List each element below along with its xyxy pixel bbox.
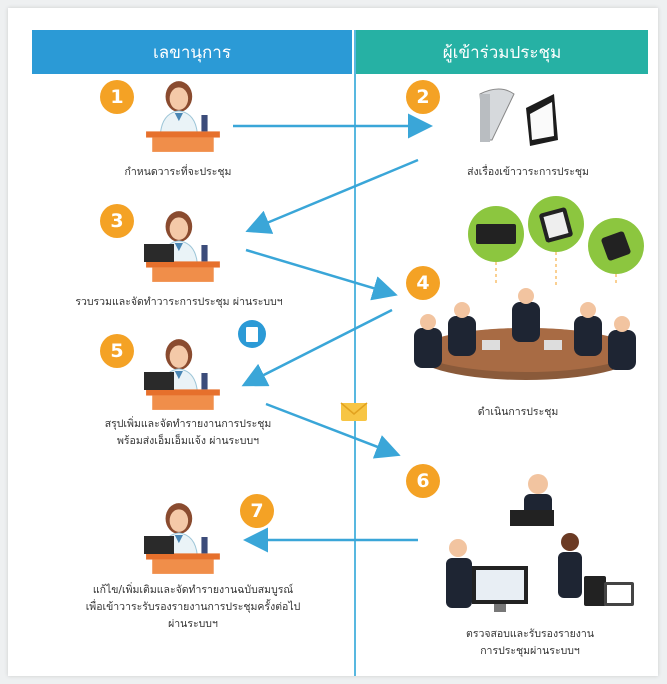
step-7-badge: 7 (240, 494, 274, 528)
step-2-badge: 2 (406, 80, 440, 114)
diagram-frame: เลขานุการ ผู้เข้าร่วมประชุม (8, 8, 658, 676)
step-6-badge: 6 (406, 464, 440, 498)
column-divider (354, 30, 356, 676)
step-2-caption: ส่งเรื่องเข้าวาระการประชุม (467, 166, 589, 178)
arrow-4-to-5 (241, 308, 393, 387)
laptop-icon (476, 224, 516, 244)
participants-header: ผู้เข้าร่วมประชุม (356, 30, 648, 74)
step-6-caption: ตรวจสอบและรับรองรายงาน การประชุมผ่านระบบ… (420, 626, 640, 660)
step-6-caption-line-2: การประชุมผ่านระบบฯ (480, 645, 580, 657)
step-5-badge: 5 (100, 334, 134, 368)
step-3-caption: รวบรวมและจัดทำวาระการประชุม ผ่านระบบฯ (75, 296, 283, 308)
arrow-3-to-4 (245, 248, 398, 301)
step-7-caption: แก้ไข/เพิ่มเติมและจัดทำรายงานฉบับสมบูรณ์… (48, 582, 338, 633)
secretary-figure-7 (144, 496, 232, 578)
step-7-caption-line-2: เพื่อเข้าวาระรับรองรายงานการประชุมครั้งต… (85, 601, 301, 613)
step-6-caption-line-1: ตรวจสอบและรับรองรายงาน (466, 628, 594, 640)
step-7-caption-line-3: ผ่านระบบฯ (168, 618, 218, 630)
secretary-figure-1 (136, 74, 232, 156)
projector-icon (479, 88, 558, 146)
devices-group (468, 196, 644, 286)
step-5-caption: สรุปเพิ่มและจัดทำรายงานการประชุม พร้อมส่… (58, 416, 318, 450)
secretary-figure-3 (144, 204, 232, 286)
mail-icon (340, 402, 368, 421)
reviewers-scene (446, 474, 634, 612)
step-4-caption: ดำเนินการประชุม (477, 406, 559, 418)
arrow-5-to-6 (265, 402, 401, 459)
step-5-caption-line-1: สรุปเพิ่มและจัดทำรายงานการประชุม (104, 418, 272, 430)
flow-arrows (233, 113, 433, 553)
participants-header-label: ผู้เข้าร่วมประชุม (442, 42, 562, 63)
secretary-header-label: เลขานุการ (153, 42, 231, 63)
step-5-caption-line-2: พร้อมส่งเอ็มเอ็มแจ้ง ผ่านระบบฯ (116, 435, 260, 447)
step-7-caption-line-1: แก้ไข/เพิ่มเติมและจัดทำรายงานฉบับสมบูรณ์ (92, 584, 294, 596)
step-3-badge: 3 (100, 204, 134, 238)
secretary-header: เลขานุการ (32, 30, 352, 74)
phone-icon (601, 231, 631, 261)
meeting-scene (414, 288, 636, 380)
document-icon (238, 320, 266, 348)
step-1-caption: กำหนดวาระที่จะประชุม (124, 166, 232, 178)
secretary-figure-5 (144, 332, 232, 414)
arrow-2-to-3 (245, 158, 419, 234)
step-1-badge: 1 (100, 80, 134, 114)
step-4-badge: 4 (406, 266, 440, 300)
